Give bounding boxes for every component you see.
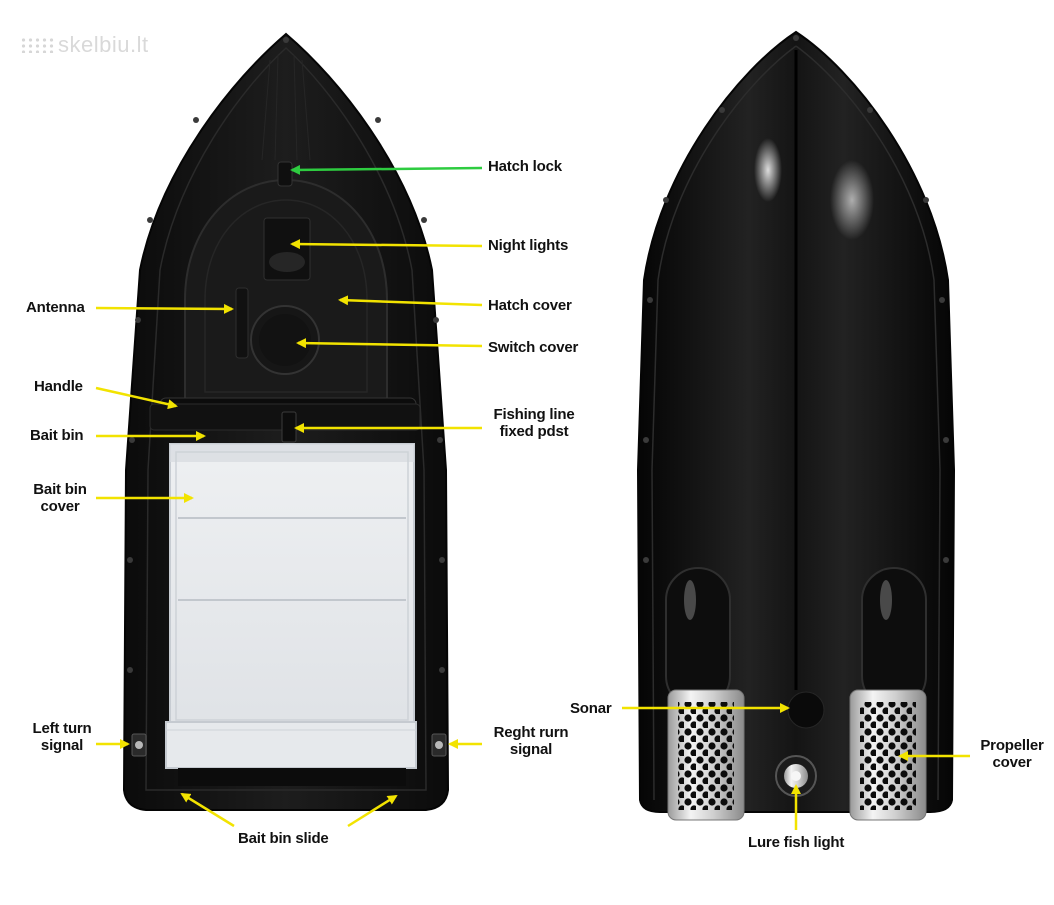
bait-bin-slide-arrow-left xyxy=(180,792,235,828)
label-night-lights: Night lights xyxy=(488,237,569,254)
antenna-arrow xyxy=(95,303,234,314)
label-fishing-line-post: Fishing line fixed pdst xyxy=(493,406,575,440)
bait-bin-cover xyxy=(165,721,417,769)
label-bait-bin: Bait bin xyxy=(30,427,84,444)
handle-arrow xyxy=(95,386,178,410)
right-propeller-cover xyxy=(849,689,927,821)
watermark: skelbiu.lt xyxy=(20,32,149,58)
bait-bin-slide-arrow-right xyxy=(347,794,398,828)
label-bait-bin-slide: Bait bin slide xyxy=(238,830,329,847)
night-lights-arrow xyxy=(290,239,483,250)
bait-bin-slide xyxy=(178,768,406,786)
left-boat-top-view xyxy=(122,32,450,811)
label-antenna: Antenna xyxy=(26,299,85,316)
right-turn-signal xyxy=(431,733,447,757)
label-sonar: Sonar xyxy=(570,700,612,717)
left-propeller-cover xyxy=(667,689,745,821)
label-hatch-cover: Hatch cover xyxy=(488,297,572,314)
label-right-turn-signal: Reght rurn signal xyxy=(493,724,569,758)
bait-bin xyxy=(169,443,415,735)
callout-arrows xyxy=(95,164,970,830)
hatch-cover-arrow xyxy=(338,295,483,307)
lure-fish-light xyxy=(775,755,817,797)
label-hatch-lock: Hatch lock xyxy=(488,158,562,175)
label-propeller-cover: Propeller cover xyxy=(980,737,1044,771)
label-switch-cover: Switch cover xyxy=(488,339,579,356)
hatch-lock-arrow xyxy=(290,164,483,175)
switch-cover-arrow xyxy=(296,338,483,349)
right-boat-bottom-view xyxy=(636,30,956,821)
fishing-line-post xyxy=(281,411,297,443)
label-handle: Handle xyxy=(34,378,83,395)
label-left-turn-signal: Left turn signal xyxy=(32,720,92,754)
hatch-lock xyxy=(277,161,293,187)
label-bait-bin-cover: Bait bin cover xyxy=(33,481,87,515)
antenna xyxy=(235,287,249,359)
left-turn-signal xyxy=(131,733,147,757)
label-lure-fish-light: Lure fish light xyxy=(748,834,845,851)
watermark-logo-icon xyxy=(20,37,54,53)
sonar xyxy=(787,691,825,729)
